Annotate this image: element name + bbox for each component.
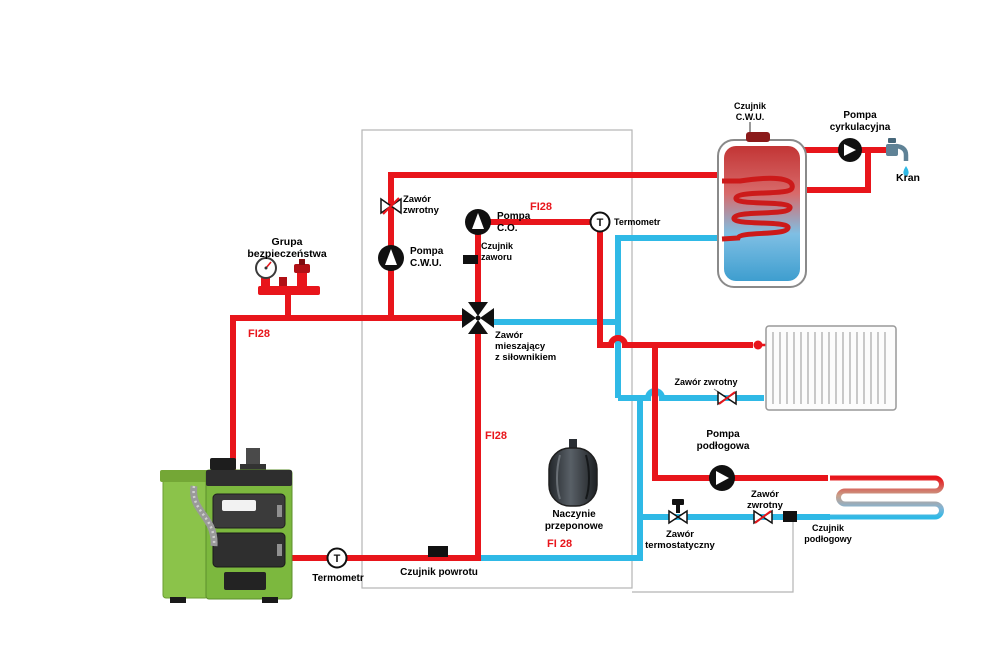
dhw-tank — [717, 132, 807, 288]
thermometer-letter: T — [334, 553, 341, 565]
thermometer-bottom-icon: T — [326, 547, 348, 569]
check-valve-top-icon — [380, 197, 402, 215]
check-valve-bottom-icon — [753, 509, 773, 525]
relief-valve-body — [297, 272, 307, 287]
boiler-ash-drawer — [224, 572, 266, 590]
relief-valve-vent — [299, 259, 305, 265]
boiler-brand-plate — [222, 500, 256, 511]
valve-sensor-label: Czujnik zaworu — [481, 241, 514, 262]
water-drop-icon — [903, 166, 909, 177]
boiler-hopper — [162, 477, 209, 599]
boiler-supply-pipe — [230, 315, 462, 482]
radiator-fins — [772, 332, 886, 404]
boiler-feeder-hose-ribs — [192, 485, 216, 547]
boiler-lower-door — [212, 532, 286, 568]
vessel-highlight — [556, 454, 561, 500]
floor-sensor-label: Czujnik podłogowy — [804, 523, 852, 544]
check-valve-right-label: Zawór zwrotny — [674, 377, 738, 387]
pipe-size-label: FI28 — [248, 328, 271, 340]
safety-group-label: Grupa bezpieczeństwa — [247, 236, 327, 261]
relief-valve-cap — [294, 264, 310, 273]
pump-ch-label: Pompa C.O. — [497, 211, 531, 234]
return-sensor-label: Czujnik powrotu — [400, 567, 478, 578]
safety-group-manifold — [258, 286, 320, 295]
pump-arrow-up — [385, 249, 397, 265]
boiler-foot — [170, 597, 186, 603]
pump-dhw-icon — [378, 245, 404, 271]
thermometer-top-icon: T — [589, 211, 611, 233]
boiler-door-handle — [277, 544, 282, 556]
valve-sensor-box — [463, 255, 478, 264]
thermometer-bottom-label: Termometr — [312, 573, 364, 584]
radiator — [765, 325, 897, 411]
pipe-size-label: FI 28 — [547, 538, 573, 550]
circulation-pump-label: Pompa cyrkulacyjna — [829, 110, 891, 133]
boiler-controller-box — [210, 458, 236, 470]
dhw-coil-supply-pipe — [388, 172, 720, 321]
pump-arrow-up — [472, 213, 484, 229]
vessel-stub — [569, 439, 577, 449]
tank-heating-coil — [721, 175, 795, 242]
radiator-supply-connector — [753, 340, 763, 350]
mixing-valve-icon — [462, 302, 494, 334]
tank-coil-return-pipe — [615, 235, 720, 398]
tap-icon — [886, 138, 909, 177]
gauge-pivot — [264, 266, 268, 270]
check-valve-top-label: Zawór zwrotny — [403, 194, 439, 217]
safety-valve-knob — [279, 277, 287, 286]
tank-sensor-cap — [746, 132, 770, 142]
radiator-panel — [765, 325, 897, 411]
boiler-top-panel — [206, 470, 292, 486]
thermostatic-valve-label: Zawór termostatyczny — [645, 529, 715, 552]
floor-sensor-box — [783, 511, 797, 522]
vessel-body — [548, 447, 598, 507]
pump-ch-icon — [465, 209, 491, 235]
pellet-boiler — [160, 448, 293, 603]
floor-heating-loop — [830, 475, 944, 520]
pump-floor-icon — [709, 465, 735, 491]
pump-circulation-icon — [838, 138, 862, 162]
thermometer-letter: T — [597, 217, 604, 229]
radiator-supply-pipe — [475, 219, 753, 348]
boiler-hopper-lid — [160, 470, 211, 482]
pump-arrow-right — [716, 471, 729, 485]
gauge-riser — [261, 278, 270, 288]
floor-sensor-wire — [632, 521, 794, 593]
pump-arrow-right — [844, 144, 856, 156]
vessel-shade — [585, 454, 590, 500]
mixing-valve-label: Zawór mieszający z siłownikiem — [495, 330, 557, 364]
pump-dhw-label: Pompa C.W.U. — [410, 246, 444, 269]
thermometer-top-label: Termometr — [614, 217, 661, 227]
floor-pump-label: Pompa podłogowa — [696, 429, 750, 452]
expansion-vessel-label: Naczynie przeponowe — [544, 509, 604, 532]
thermostatic-valve-icon — [668, 499, 688, 525]
tap-label: Kran — [896, 172, 920, 184]
safety-group — [255, 257, 320, 295]
boiler-door-handle — [277, 505, 282, 517]
expansion-vessel — [548, 439, 598, 507]
check-valve-right-icon — [717, 390, 737, 406]
check-valve-bottom-label: Zawór zwrotny — [747, 489, 783, 512]
boiler-chimney-flange — [240, 464, 266, 470]
pipe-size-label: FI28 — [485, 430, 508, 442]
pipe-size-label: FI28 — [530, 201, 553, 213]
floor-supply-pipe — [652, 342, 828, 481]
return-sensor-box — [428, 546, 448, 557]
dhw-sensor-label: Czujnik C.W.U. — [733, 101, 766, 122]
controller-wire-loop — [361, 129, 633, 589]
boiler-foot — [262, 597, 278, 603]
